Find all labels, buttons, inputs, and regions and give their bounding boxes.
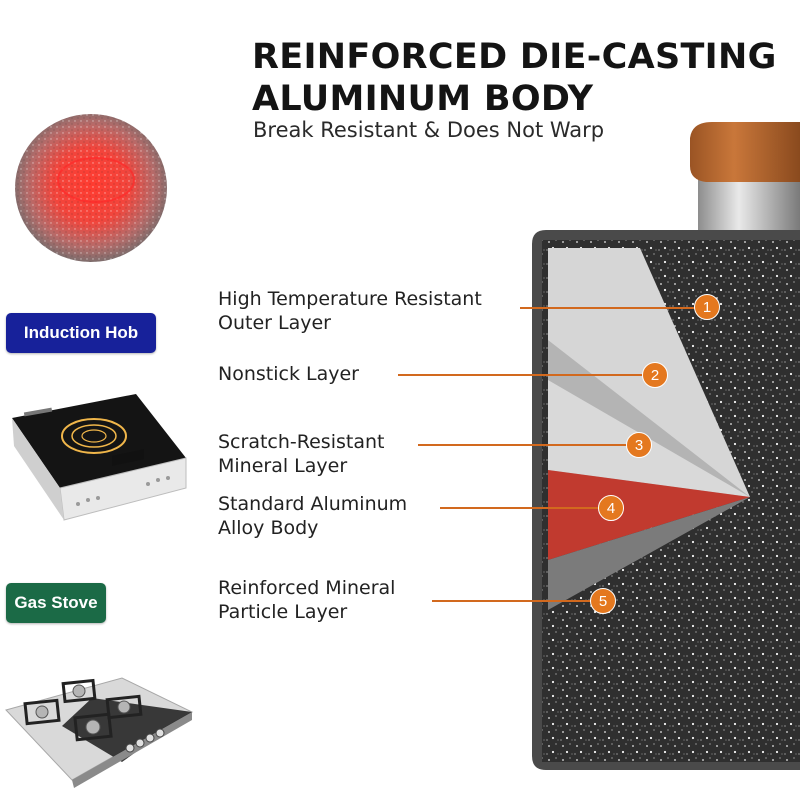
layer-1-label: High Temperature Resistant Outer Layer (218, 287, 482, 335)
layer-4-leader (440, 507, 600, 509)
layer-1-number-badge: 1 (694, 294, 720, 320)
layer-2-line-1: Nonstick Layer (218, 363, 359, 385)
main-title: REINFORCED DIE-CASTING ALUMINUM BODY (252, 36, 777, 120)
subtitle: Break Resistant & Does Not Warp (253, 118, 605, 142)
layer-5-number-badge: 5 (590, 588, 616, 614)
layer-3-line-1: Scratch-Resistant (218, 431, 385, 453)
layer-5-line-2: Particle Layer (218, 601, 348, 623)
heated-disc-image (15, 114, 167, 262)
layer-4-label: Standard Aluminum Alloy Body (218, 492, 407, 540)
induction-cooktop-image (12, 394, 187, 521)
layer-3-leader (418, 444, 628, 446)
layer-1-line-2: Outer Layer (218, 312, 331, 334)
layer-5-label: Reinforced Mineral Particle Layer (218, 576, 395, 624)
gas-hob-image (5, 677, 194, 788)
pan-handle-image (690, 122, 800, 236)
layer-3-label: Scratch-Resistant Mineral Layer (218, 430, 384, 478)
layer-5-leader (432, 600, 592, 602)
layer-2-leader (398, 374, 644, 376)
title-line-2: ALUMINUM BODY (252, 79, 594, 119)
layer-3-number-badge: 3 (626, 432, 652, 458)
layer-2-number-badge: 2 (642, 362, 668, 388)
induction-hob-badge: Induction Hob (6, 313, 156, 353)
gas-stove-badge: Gas Stove (6, 583, 106, 623)
layer-4-line-2: Alloy Body (218, 517, 319, 539)
layer-3-line-2: Mineral Layer (218, 455, 348, 477)
layer-2-label: Nonstick Layer (218, 362, 359, 386)
layer-1-leader (520, 307, 696, 309)
layer-5-line-1: Reinforced Mineral (218, 577, 396, 599)
layer-1-line-1: High Temperature Resistant (218, 288, 482, 310)
layer-4-line-1: Standard Aluminum (218, 493, 408, 515)
layer-4-number-badge: 4 (598, 495, 624, 521)
title-line-1: REINFORCED DIE-CASTING (252, 37, 777, 77)
